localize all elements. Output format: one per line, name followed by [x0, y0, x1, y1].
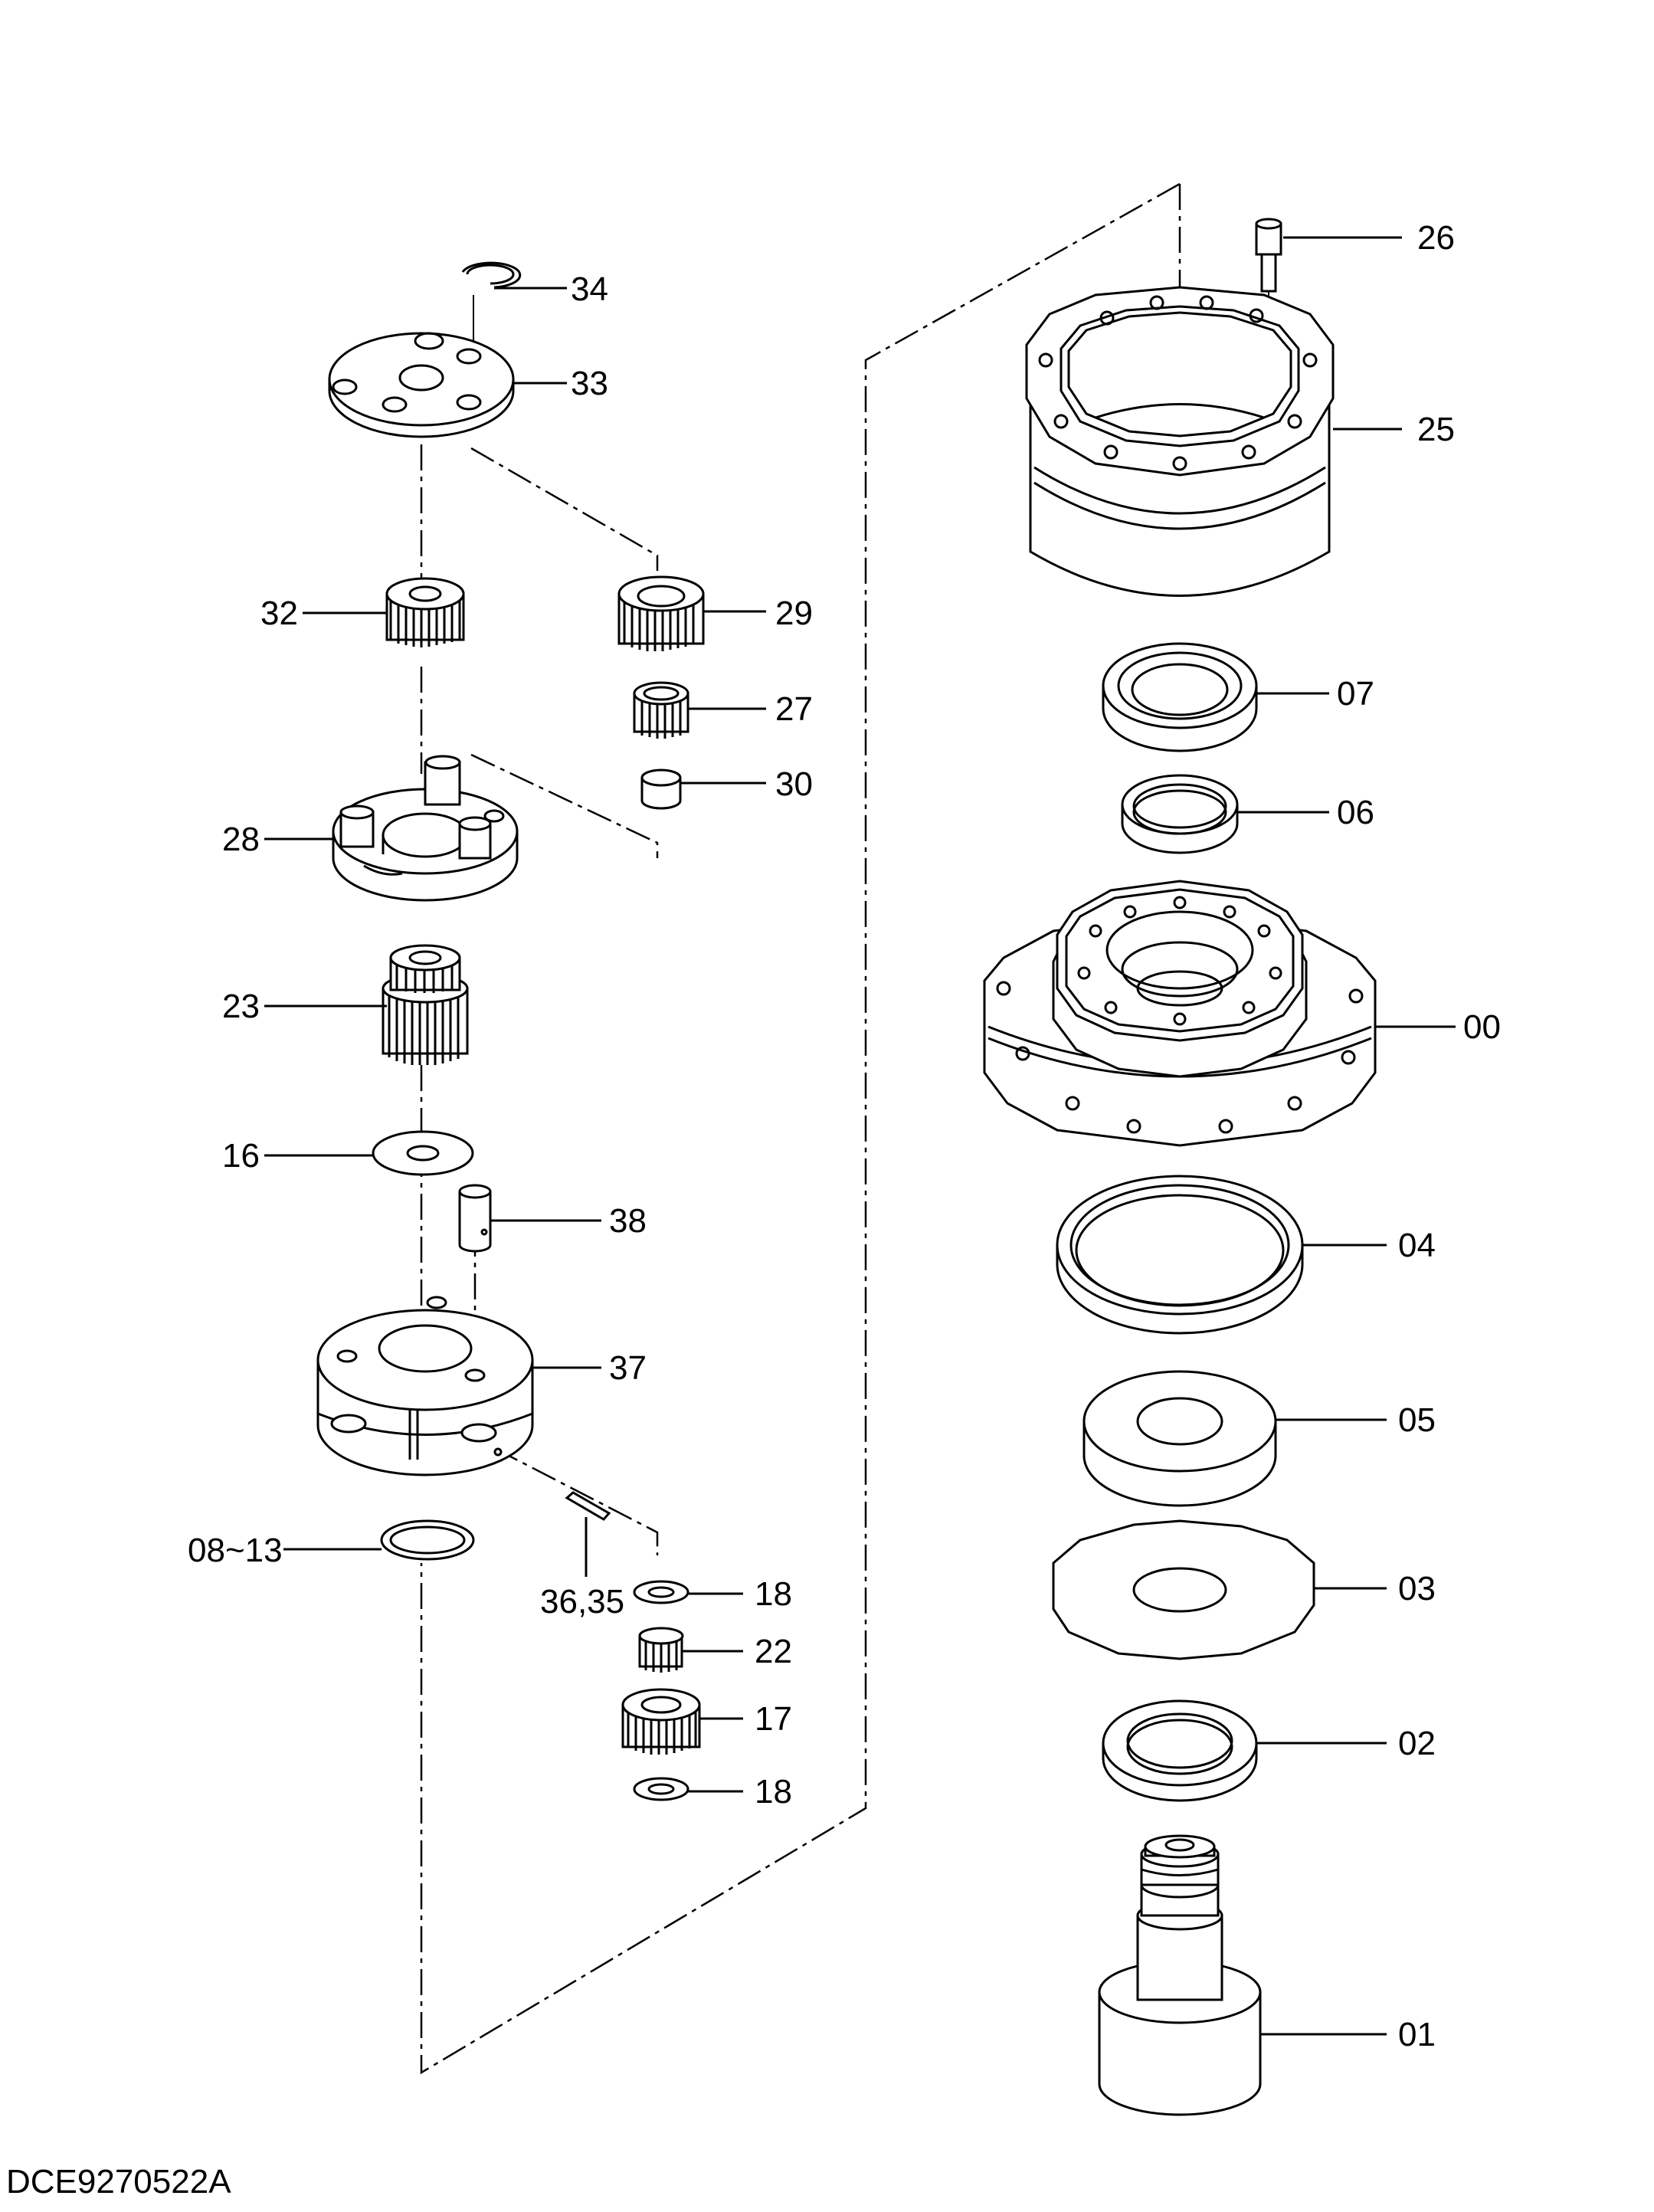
callout-08-13: 08~13	[188, 1532, 283, 1569]
part-28-carrier	[332, 755, 519, 902]
part-06-seal	[1121, 774, 1239, 854]
part-05-spacer	[1082, 1370, 1277, 1507]
callout-01: 01	[1398, 2016, 1436, 2053]
assembly-centerlines	[420, 182, 1181, 2075]
part-07-bearing	[1102, 642, 1258, 752]
callout-04: 04	[1398, 1227, 1436, 1264]
callout-34: 34	[571, 270, 608, 308]
callout-38: 38	[609, 1202, 647, 1240]
callout-28: 28	[222, 821, 260, 858]
part-23-sun-gear	[382, 944, 469, 1065]
drawing-number: DCE9270522A	[6, 2163, 231, 2201]
part-38-pin	[458, 1184, 492, 1253]
part-17-gear	[621, 1688, 701, 1755]
callout-00: 00	[1463, 1008, 1501, 1046]
callout-32: 32	[260, 595, 298, 632]
part-01-shaft	[1098, 1834, 1262, 2116]
callout-16: 16	[222, 1137, 260, 1175]
callout-06: 06	[1337, 794, 1374, 831]
callout-18-upper: 18	[755, 1575, 792, 1613]
leader-lines	[264, 236, 1456, 2036]
callout-03: 03	[1398, 1570, 1436, 1607]
callout-36-35: 36,35	[540, 1583, 624, 1620]
part-29-gear	[617, 575, 705, 651]
callout-26: 26	[1417, 219, 1455, 257]
callout-17: 17	[755, 1700, 792, 1738]
part-27-needle-bearing	[633, 681, 689, 739]
part-08-13-ring	[380, 1519, 475, 1561]
callout-labels: 26 34 33 25 32 29 27 07 30 06 28 23 00 1…	[188, 219, 1501, 2053]
part-37-carrier	[316, 1296, 534, 1476]
part-02-seal	[1102, 1699, 1258, 1802]
part-03-shim	[1052, 1519, 1315, 1660]
callout-25: 25	[1417, 411, 1455, 448]
callout-22: 22	[755, 1633, 792, 1670]
part-22-needle-bearing	[638, 1627, 684, 1673]
callout-05: 05	[1398, 1401, 1436, 1439]
part-18-washer-upper	[633, 1580, 689, 1604]
part-16-washer	[372, 1130, 474, 1176]
callout-37: 37	[609, 1349, 647, 1387]
part-30-bush	[640, 768, 682, 810]
part-04-seal-ring	[1056, 1175, 1304, 1335]
part-25-ring-gear	[1025, 286, 1335, 597]
callout-27: 27	[775, 690, 813, 728]
callout-07: 07	[1337, 675, 1374, 713]
part-18-washer-lower	[633, 1777, 689, 1801]
callout-18-lower: 18	[755, 1773, 792, 1811]
callout-02: 02	[1398, 1725, 1436, 1762]
callout-23: 23	[222, 988, 260, 1025]
part-00-housing	[983, 880, 1377, 1147]
callout-30: 30	[775, 765, 813, 803]
callout-29: 29	[775, 595, 813, 632]
part-32-gear	[385, 577, 465, 647]
part-33-thrust-plate	[328, 332, 515, 438]
part-36-35-pin	[565, 1491, 611, 1521]
callout-33: 33	[571, 365, 608, 402]
